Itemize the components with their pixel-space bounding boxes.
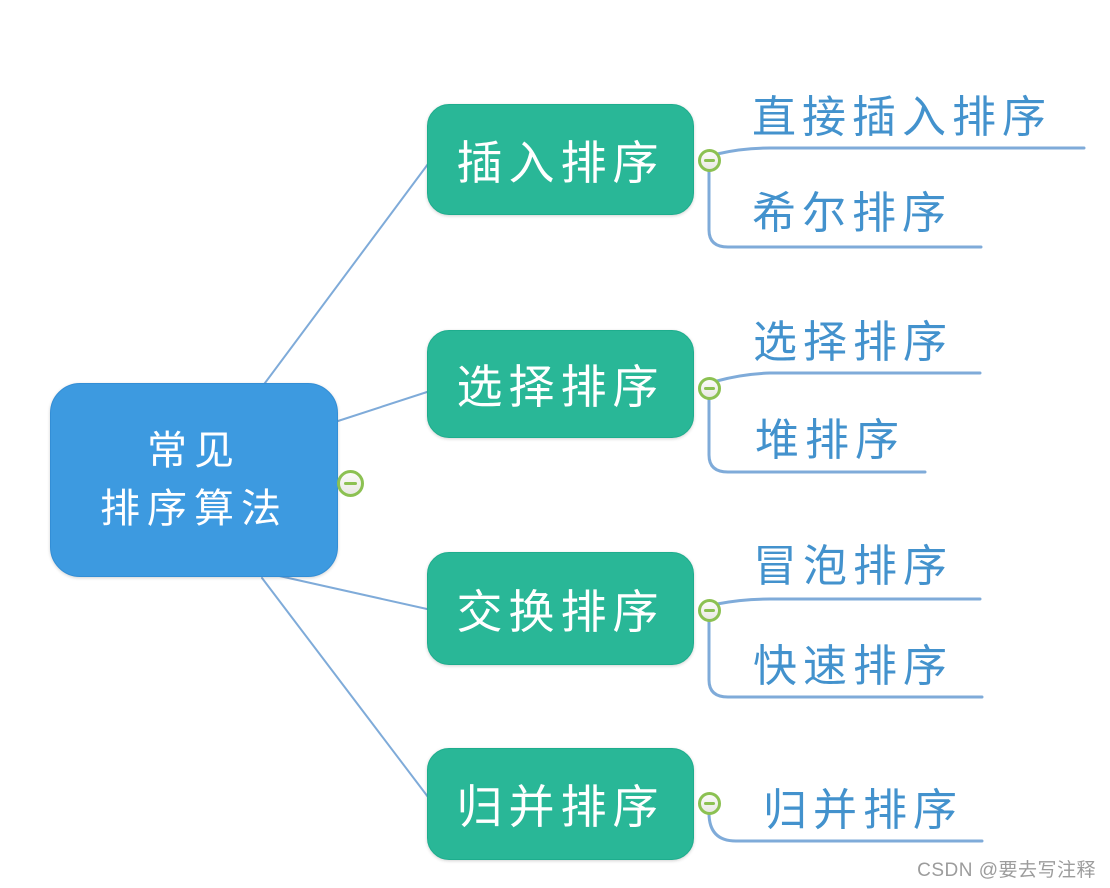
branch-label: 选择排序	[456, 361, 665, 413]
csdn-watermark: CSDN @要去写注释	[917, 860, 1096, 881]
branch-node-selection-sort[interactable]: 选择排序	[427, 330, 694, 438]
branch-node-exchange-sort[interactable]: 交换排序	[427, 552, 694, 665]
connector-root-to-insertion	[261, 163, 429, 388]
underline-selection-sort	[715, 371, 982, 383]
underline-heap-sort	[707, 396, 927, 474]
leaf-merge-sort[interactable]: 归并排序	[763, 786, 963, 835]
root-node-common-sorting[interactable]: 常见 排序算法	[50, 383, 338, 577]
leaf-direct-insertion-sort[interactable]: 直接插入排序	[752, 93, 1052, 142]
connector-root-to-selection	[337, 391, 428, 422]
branch-label: 归并排序	[456, 781, 665, 833]
collapse-icon-exchange[interactable]	[698, 599, 721, 622]
minus-icon	[704, 609, 715, 612]
leaf-shell-sort[interactable]: 希尔排序	[752, 189, 952, 238]
collapse-icon-root[interactable]	[337, 470, 364, 497]
collapse-icon-insertion[interactable]	[698, 149, 721, 172]
underline-merge-sort-leaf	[707, 811, 984, 843]
connector-root-to-exchange	[265, 572, 428, 610]
connector-root-to-merge	[261, 577, 429, 798]
minus-icon	[343, 482, 357, 485]
root-label-line1: 常见	[147, 429, 241, 473]
minus-icon	[704, 802, 715, 805]
collapse-icon-selection[interactable]	[698, 377, 721, 400]
leaf-heap-sort[interactable]: 堆排序	[755, 416, 905, 465]
root-label-line2: 排序算法	[100, 487, 288, 531]
branch-node-insertion-sort[interactable]: 插入排序	[427, 104, 694, 215]
leaf-quick-sort[interactable]: 快速排序	[753, 642, 953, 691]
underline-bubble-sort	[715, 597, 982, 606]
minus-icon	[704, 159, 715, 162]
collapse-icon-merge[interactable]	[698, 792, 721, 815]
leaf-bubble-sort[interactable]: 冒泡排序	[753, 542, 953, 591]
leaf-selection-sort[interactable]: 选择排序	[753, 318, 953, 367]
minus-icon	[704, 387, 715, 390]
branch-label: 插入排序	[456, 136, 665, 189]
branch-node-merge-sort[interactable]: 归并排序	[427, 748, 694, 860]
underline-quick-sort	[707, 618, 984, 699]
underline-direct-insertion	[715, 146, 1086, 156]
underline-shell-sort	[707, 168, 983, 249]
branch-label: 交换排序	[456, 585, 665, 638]
root-node-label: 常见 排序算法	[100, 422, 288, 538]
